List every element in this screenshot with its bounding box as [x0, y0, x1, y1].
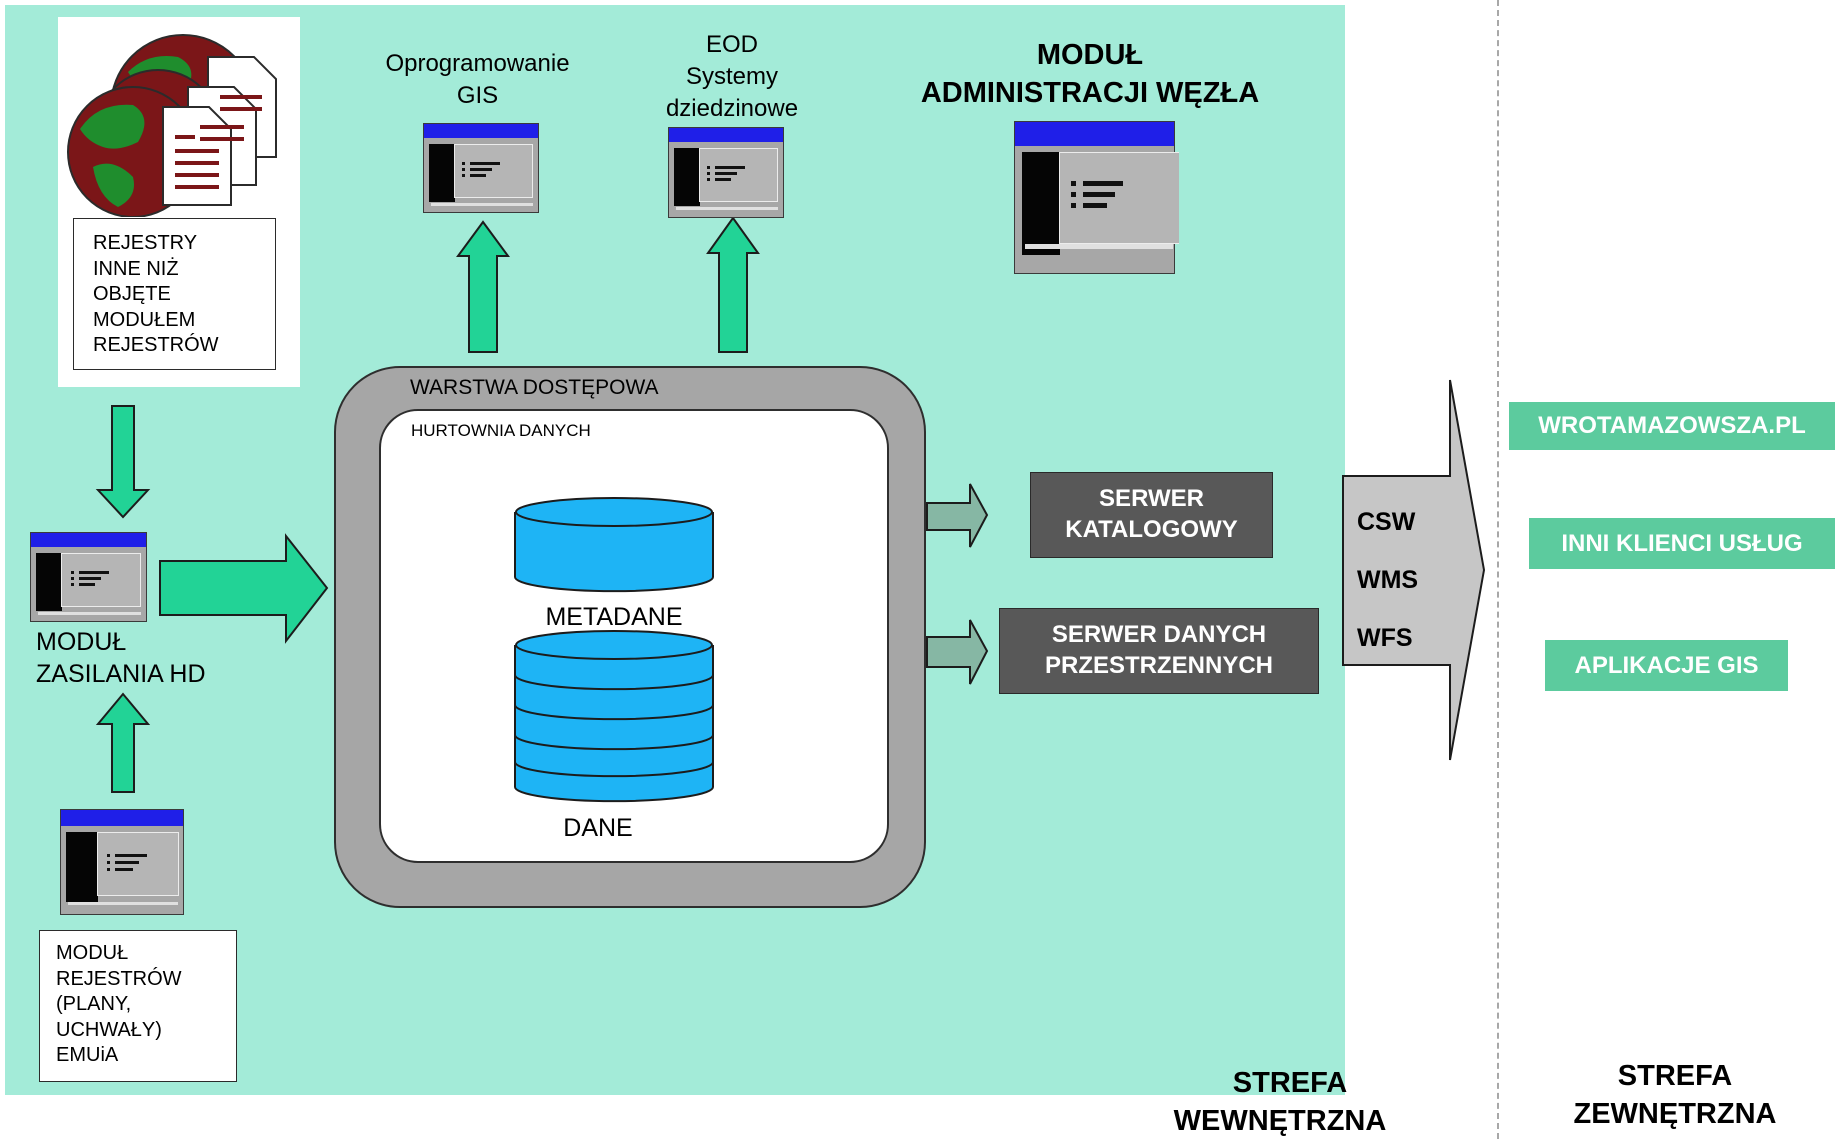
service-wms: WMS: [1357, 566, 1419, 594]
client-wrotamazowsza[interactable]: WROTAMAZOWSZA.PL: [1509, 402, 1835, 450]
warehouse-label: HURTOWNIA DANYCH: [411, 421, 591, 440]
registers-module-line: EMUiA: [56, 1044, 119, 1066]
data-db-label: DANE: [563, 814, 633, 842]
registers-line: REJESTRÓW: [93, 334, 219, 356]
registers-line: MODUŁEM: [93, 308, 196, 331]
gis-software-window-icon: [423, 123, 539, 213]
registers-module-text-box: MODUŁ REJESTRÓW (PLANY, UCHWAŁY) EMUiA: [39, 930, 237, 1082]
registers-module-window-icon: [60, 809, 184, 915]
arrow-up-registers-module: [95, 692, 151, 793]
service-csw: CSW: [1357, 508, 1416, 536]
registers-line: INNE NIŻ: [93, 257, 179, 280]
eod-label: EOD Systemy dziedzinowe: [665, 31, 799, 122]
registers-line: REJESTRY: [93, 232, 198, 254]
admin-module-window-icon: [1014, 121, 1179, 274]
service-wfs: WFS: [1357, 624, 1413, 652]
access-layer-label: WARSTWA DOSTĘPOWA: [410, 376, 659, 399]
arrow-down-registers: [95, 405, 151, 519]
metadata-db-label: METADANE: [545, 603, 683, 631]
arrow-right-spatial: [926, 619, 989, 685]
arrow-right-catalog: [926, 483, 989, 548]
globe-documents-icon: [67, 34, 277, 217]
zone-divider: [1497, 0, 1499, 1139]
registers-module-line: (PLANY,: [56, 993, 132, 1015]
catalog-server-box: SERWER KATALOGOWY: [1030, 472, 1273, 558]
metadata-db-icon: [514, 497, 714, 593]
arrow-up-gis: [456, 220, 510, 353]
client-gis-applications[interactable]: APLIKACJE GIS: [1545, 640, 1788, 691]
feed-module-window-icon: [30, 532, 147, 622]
spatial-server-box: SERWER DANYCH PRZESTRZENNYCH: [999, 608, 1319, 694]
eod-window-icon: [668, 127, 784, 218]
arrow-up-eod: [706, 216, 760, 353]
client-other-service-clients[interactable]: INNI KLIENCI USŁUG: [1529, 518, 1835, 569]
registers-text-box: REJESTRY INNE NIŻ OBJĘTE MODUŁEM REJESTR…: [73, 218, 276, 370]
internal-zone-label: STREFA WEWNĘTRZNA: [1173, 1067, 1387, 1137]
arrow-right-feed: [159, 533, 329, 644]
services-arrow: [1342, 379, 1486, 761]
admin-module-label: MODUŁ ADMINISTRACJI WĘZŁA: [920, 39, 1260, 109]
gis-software-label: Oprogramowanie GIS: [385, 50, 570, 109]
data-db-icon: [514, 630, 714, 803]
registers-module-line: UCHWAŁY): [56, 1018, 162, 1041]
registers-module-line: MODUŁ: [56, 942, 129, 964]
registers-line: OBJĘTE: [93, 283, 171, 305]
feed-module-label: MODUŁ ZASILANIA HD: [36, 628, 206, 688]
external-zone-label: STREFA ZEWNĘTRZNA: [1573, 1060, 1777, 1130]
registers-module-line: REJESTRÓW: [56, 967, 182, 990]
